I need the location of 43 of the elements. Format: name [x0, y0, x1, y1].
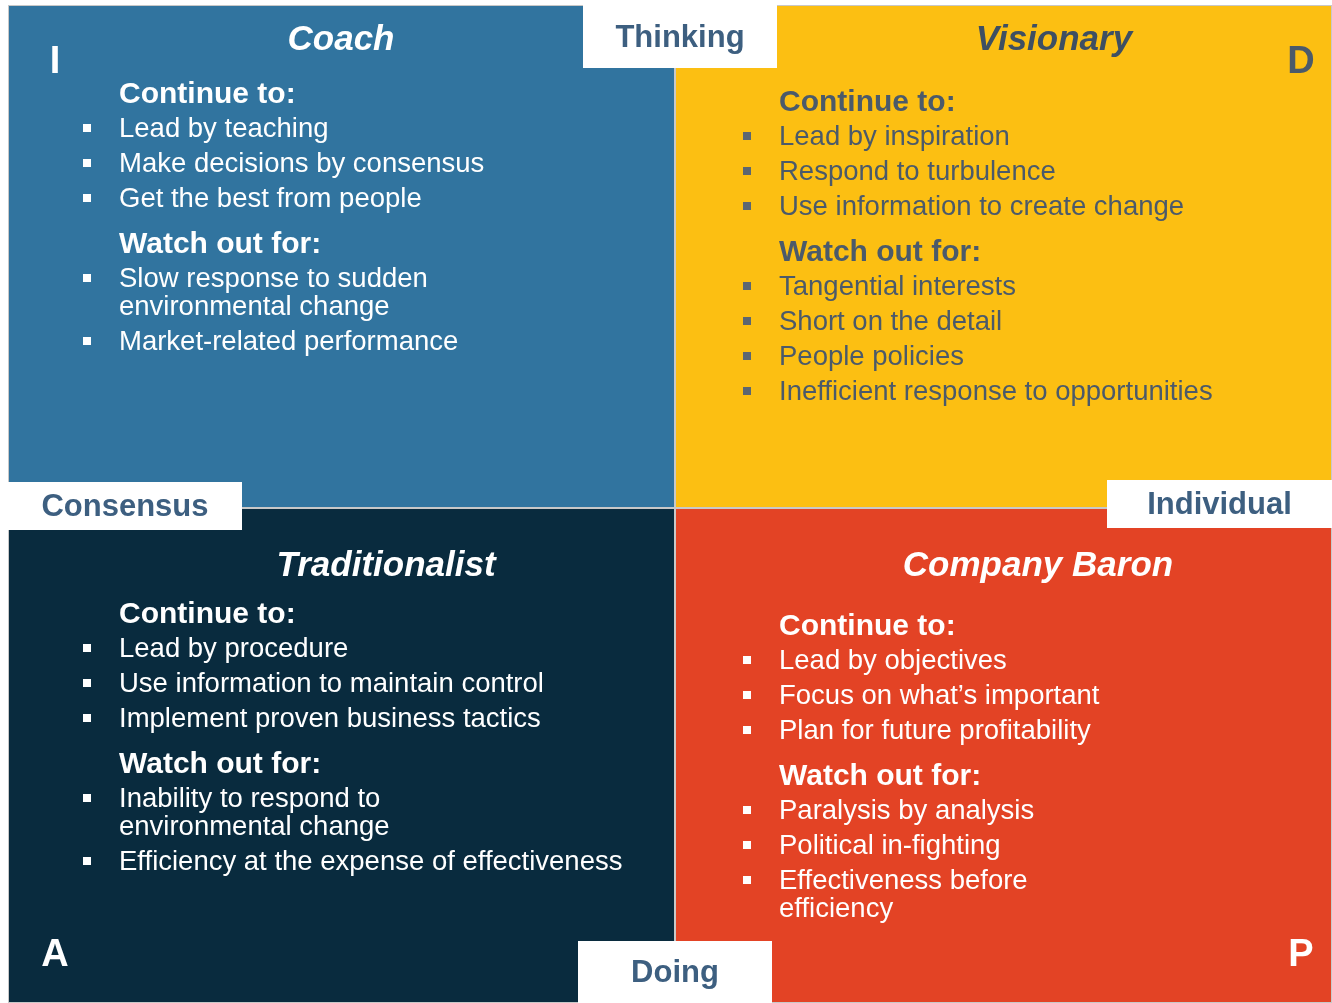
bullet-text: Lead by procedure: [119, 634, 349, 662]
quadrant-title: Visionary: [975, 19, 1133, 57]
bullet-text: Tangential interests: [779, 272, 1016, 300]
corner-letter: D: [1287, 40, 1315, 80]
bullet-text: Effectiveness before efficiency: [779, 866, 1029, 922]
bullet-text: Market-related performance: [119, 327, 459, 355]
section-heading: Continue to:: [119, 77, 296, 109]
bullet-text: Efficiency at the expense of effectiveness: [119, 847, 623, 875]
bullet-text: Paralysis by analysis: [779, 796, 1035, 824]
section-heading: Watch out for:: [779, 759, 982, 791]
bullet-text: Lead by inspiration: [779, 122, 1010, 150]
bullet-text: Respond to turbulence: [779, 157, 1056, 185]
corner-letter: P: [1288, 933, 1314, 973]
axis-label: Individual: [1107, 480, 1332, 528]
section-heading: Continue to:: [779, 609, 956, 641]
bullet-text: Slow response to sudden environmental change: [119, 264, 429, 320]
quadrant-title: Coach: [287, 19, 395, 57]
bullet-text: Make decisions by consensus: [119, 149, 485, 177]
quadrant-title: Company Baron: [902, 545, 1174, 583]
section-heading: Watch out for:: [779, 235, 982, 267]
bullet-text: Inefficient response to opportunities: [779, 377, 1213, 405]
quadrant-title: Traditionalist: [276, 545, 496, 583]
bullet-text: People policies: [779, 342, 964, 370]
corner-letter: A: [41, 933, 69, 973]
bullet-text: Plan for future profitability: [779, 716, 1091, 744]
bullet-text: Get the best from people: [119, 184, 422, 212]
section-heading: Watch out for:: [119, 227, 322, 259]
section-heading: Continue to:: [119, 597, 296, 629]
bullet-text: Inability to respond to environmental change: [119, 784, 391, 840]
section-heading: Watch out for:: [119, 747, 322, 779]
axis-label: Consensus: [8, 482, 242, 530]
section-heading: Continue to:: [779, 85, 956, 117]
bullet-text: Lead by teaching: [119, 114, 329, 142]
bullet-text: Lead by objectives: [779, 646, 1007, 674]
axis-label: Thinking: [583, 5, 777, 68]
bullet-text: Political in-fighting: [779, 831, 1001, 859]
bullet-text: Implement proven business tactics: [119, 704, 541, 732]
axis-label: Doing: [578, 941, 772, 1003]
bullet-text: Short on the detail: [779, 307, 1003, 335]
bullet-text: Focus on what’s important: [779, 681, 1100, 709]
corner-letter: I: [49, 40, 61, 80]
bullet-text: Use information to create change: [779, 192, 1185, 220]
bullet-text: Use information to maintain control: [119, 669, 544, 697]
